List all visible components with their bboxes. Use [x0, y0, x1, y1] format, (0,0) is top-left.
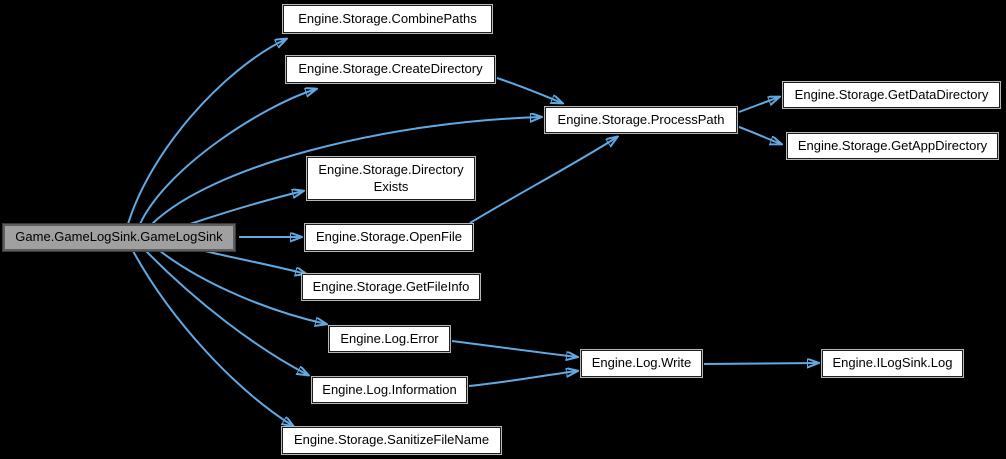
node-engine-storage-sanitizefilename[interactable]: Engine.Storage.SanitizeFileName: [281, 426, 502, 455]
node-label: Engine.Storage.GetDataDirectory: [794, 86, 989, 102]
node-label: Engine.Storage.CombinePaths: [298, 10, 477, 26]
node-label: Engine.Storage.GetAppDirectory: [797, 137, 988, 153]
node-engine-storage-processpath[interactable]: Engine.Storage.ProcessPath: [544, 106, 738, 134]
edge-processpath-to-getappdirectory: [738, 126, 781, 144]
node-label: Engine.Storage.Directory: [318, 162, 464, 178]
edge-gamelogsink-to-getfileinfo: [204, 250, 306, 274]
node-label: Engine.Log.Error: [340, 330, 439, 346]
edge-gamelogsink-to-createdirectory: [139, 89, 316, 225]
edge-write-to-ilogsinklog: [703, 363, 818, 364]
node-label: Game.GameLogSink.GameLogSink: [15, 229, 223, 245]
edge-error-to-write: [451, 340, 577, 357]
node-engine-storage-createdirectory[interactable]: Engine.Storage.CreateDirectory: [285, 55, 496, 84]
edge-openfile-to-processpath: [469, 137, 617, 224]
node-label-line2: Exists: [373, 178, 409, 194]
node-label: Engine.Storage.SanitizeFileName: [293, 432, 490, 448]
edge-information-to-write: [468, 371, 577, 387]
edge-gamelogsink-to-combinepaths: [127, 39, 286, 225]
node-engine-log-error[interactable]: Engine.Log.Error: [328, 325, 451, 353]
node-label: Engine.Storage.ProcessPath: [557, 111, 725, 127]
node-label: Engine.Storage.GetFileInfo: [312, 278, 470, 294]
node-label: Engine.Log.Information: [322, 381, 457, 397]
edge-processpath-to-getdatadirectory: [738, 97, 779, 113]
node-engine-storage-combinepaths[interactable]: Engine.Storage.CombinePaths: [282, 4, 493, 34]
node-engine-log-write[interactable]: Engine.Log.Write: [580, 349, 703, 378]
node-label: Engine.ILogSink.Log: [832, 355, 953, 371]
node-game-gamelogsink-gamelogsink[interactable]: Game.GameLogSink.GameLogSink: [2, 223, 236, 252]
edge-createdirectory-to-processpath: [496, 77, 562, 103]
edge-gamelogsink-to-information: [145, 250, 308, 375]
node-engine-storage-directoryexists[interactable]: Engine.Storage.Directory Exists: [306, 156, 476, 201]
node-engine-log-information[interactable]: Engine.Log.Information: [311, 376, 468, 404]
node-label: Engine.Storage.CreateDirectory: [298, 61, 483, 77]
edge-gamelogsink-to-sanitizefilename: [132, 250, 293, 426]
node-engine-storage-getdatadirectory[interactable]: Engine.Storage.GetDataDirectory: [782, 81, 1001, 109]
node-engine-storage-openfile[interactable]: Engine.Storage.OpenFile: [304, 223, 474, 252]
node-engine-storage-getappdirectory[interactable]: Engine.Storage.GetAppDirectory: [786, 132, 999, 160]
edge-gamelogsink-to-error: [159, 250, 326, 324]
node-label: Engine.Log.Write: [591, 355, 692, 371]
edge-gamelogsink-to-processpath: [151, 117, 541, 225]
node-engine-storage-getfileinfo[interactable]: Engine.Storage.GetFileInfo: [301, 273, 481, 301]
node-label: Engine.Storage.OpenFile: [316, 229, 462, 245]
node-engine-ilogsink-log[interactable]: Engine.ILogSink.Log: [821, 349, 964, 378]
edge-gamelogsink-to-directoryexists: [189, 191, 303, 225]
